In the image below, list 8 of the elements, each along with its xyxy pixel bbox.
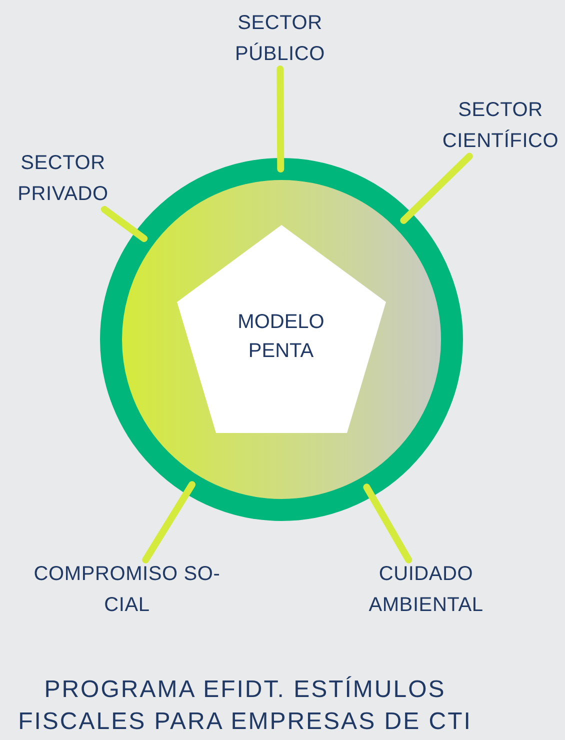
- connector-line: [100, 206, 148, 242]
- title: PROGRAMA EFIDT. ESTÍMULOS FISCALES PARA EMPRESAS DE CTI: [17, 675, 473, 737]
- sector-label: COMPROMISO SO- CIAL: [18, 559, 236, 621]
- sector-label: SECTOR CIENTÍFICO: [436, 95, 565, 157]
- sector-label: SECTOR PÚBLICO: [225, 8, 335, 70]
- model-label: MODELO PENTA: [236, 310, 326, 364]
- sector-label: CUIDADO AMBIENTAL: [356, 559, 496, 621]
- sector-label: SECTOR PRIVADO: [8, 148, 118, 210]
